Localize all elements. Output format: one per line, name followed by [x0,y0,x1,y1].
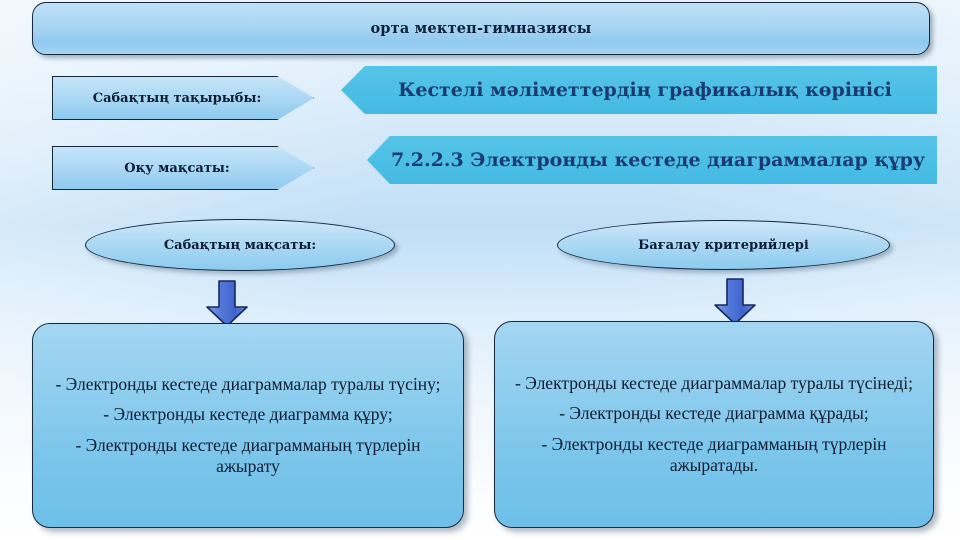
assessment-criteria-line: - Электронды кестеде диаграмманың түрлер… [541,433,887,475]
lesson-topic-value-banner: Кестелі мәліметтердің графикалық көрініс… [341,66,937,114]
down-arrow-icon [206,280,248,327]
lesson-topic-label-text: Сабақтың тақырыбы: [92,90,262,106]
assessment-criteria-line: - Электронды кестеде диаграммалар туралы… [515,372,913,393]
learning-objective-label-text: Оқу мақсаты: [124,160,230,176]
lesson-aim-line: - Электронды кестеде диаграмма құру; [103,404,393,425]
assessment-criteria-line: - Электронды кестеде диаграмма құрады; [559,403,869,424]
assessment-criteria-heading-ellipse: Бағалау критерийлері [557,220,890,270]
lesson-aim-line: - Электронды кестеде диаграммалар туралы… [55,373,441,394]
down-arrow-icon [714,278,756,325]
lesson-aim-box: - Электронды кестеде диаграммалар туралы… [32,323,464,528]
lesson-aim-heading-ellipse: Сабақтың мақсаты: [85,219,395,271]
assessment-criteria-heading-text: Бағалау критерийлері [638,237,809,253]
school-name-banner: орта мектеп-гимназиясы [32,2,930,55]
lesson-topic-value-text: Кестелі мәліметтердің графикалық көрініс… [398,79,892,101]
lesson-aim-line: - Электронды кестеде диаграмманың түрлер… [75,434,421,476]
learning-objective-value-banner: 7.2.2.3 Электронды кестеде диаграммалар … [367,136,937,184]
lesson-topic-label-shape: Сабақтың тақырыбы: [52,76,314,120]
assessment-criteria-box: - Электронды кестеде диаграммалар туралы… [494,321,934,528]
learning-objective-value-text: 7.2.2.3 Электронды кестеде диаграммалар … [390,149,926,171]
school-name-text: орта мектеп-гимназиясы [370,20,592,37]
learning-objective-label-shape: Оқу мақсаты: [52,146,314,190]
lesson-aim-heading-text: Сабақтың мақсаты: [163,237,317,253]
